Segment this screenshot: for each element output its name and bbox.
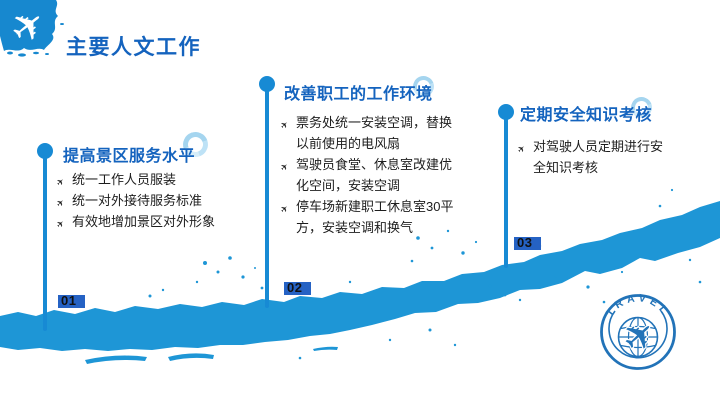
stamp-airplane-icon: ✈ (614, 311, 666, 364)
airplane-bullet-icon: ✈ (278, 160, 291, 174)
column-3-bullet-list: ✈ 对驾驶人员定期进行安全知识考核 (515, 136, 670, 178)
airplane-bullet-icon: ✈ (54, 217, 67, 231)
pin-line-2 (265, 88, 269, 308)
step-number-badge-2: 02 (284, 281, 312, 295)
bullet-text: 统一工作人员服装 (72, 172, 177, 187)
page-title: 主要人文工作 (66, 36, 201, 60)
list-item: ✈ 停车场新建职工休息室30平方，安装空调和换气 (278, 196, 457, 238)
airplane-bullet-icon: ✈ (278, 202, 291, 216)
list-item: ✈ 驾驶员食堂、休息室改建优化空间，安装空调 (278, 154, 457, 196)
column-2-bullet-list: ✈ 票务处统一安装空调，替换以前使用的电风扇 ✈ 驾驶员食堂、休息室改建优化空间… (278, 112, 457, 238)
column-1-bullet-list: ✈ 统一工作人员服装 ✈ 统一对外接待服务标准 ✈ 有效地增加景区对外形象 (54, 169, 242, 232)
bullet-text: 统一对外接待服务标准 (72, 193, 203, 208)
step-number-badge-1: 01 (58, 294, 86, 308)
airplane-bullet-icon: ✈ (515, 142, 528, 156)
airplane-bullet-icon: ✈ (278, 118, 291, 132)
list-item: ✈ 统一工作人员服装 (54, 169, 242, 190)
column-3-heading: 定期安全知识考核 (520, 107, 653, 124)
bullet-text: 有效地增加景区对外形象 (72, 214, 216, 229)
pin-circle-2 (259, 76, 275, 92)
pin-line-1 (43, 155, 47, 331)
list-item: ✈ 有效地增加景区对外形象 (54, 211, 242, 232)
pin-circle-1 (37, 143, 53, 159)
bullet-text: 对驾驶人员定期进行安全知识考核 (533, 139, 664, 175)
travel-stamp: TRAVEL ✈ (600, 292, 676, 370)
column-2-heading: 改善职工的工作环境 (284, 86, 433, 103)
pin-line-3 (504, 116, 508, 268)
column-1-heading: 提高景区服务水平 (63, 148, 196, 165)
bullet-text: 票务处统一安装空调，替换以前使用的电风扇 (296, 115, 453, 151)
list-item: ✈ 票务处统一安装空调，替换以前使用的电风扇 (278, 112, 457, 154)
pin-circle-3 (498, 104, 514, 120)
list-item: ✈ 统一对外接待服务标准 (54, 190, 242, 211)
step-number-badge-3: 03 (514, 236, 542, 250)
list-item: ✈ 对驾驶人员定期进行安全知识考核 (515, 136, 670, 178)
bullet-text: 停车场新建职工休息室30平方，安装空调和换气 (296, 199, 454, 235)
bullet-text: 驾驶员食堂、休息室改建优化空间，安装空调 (296, 157, 453, 193)
